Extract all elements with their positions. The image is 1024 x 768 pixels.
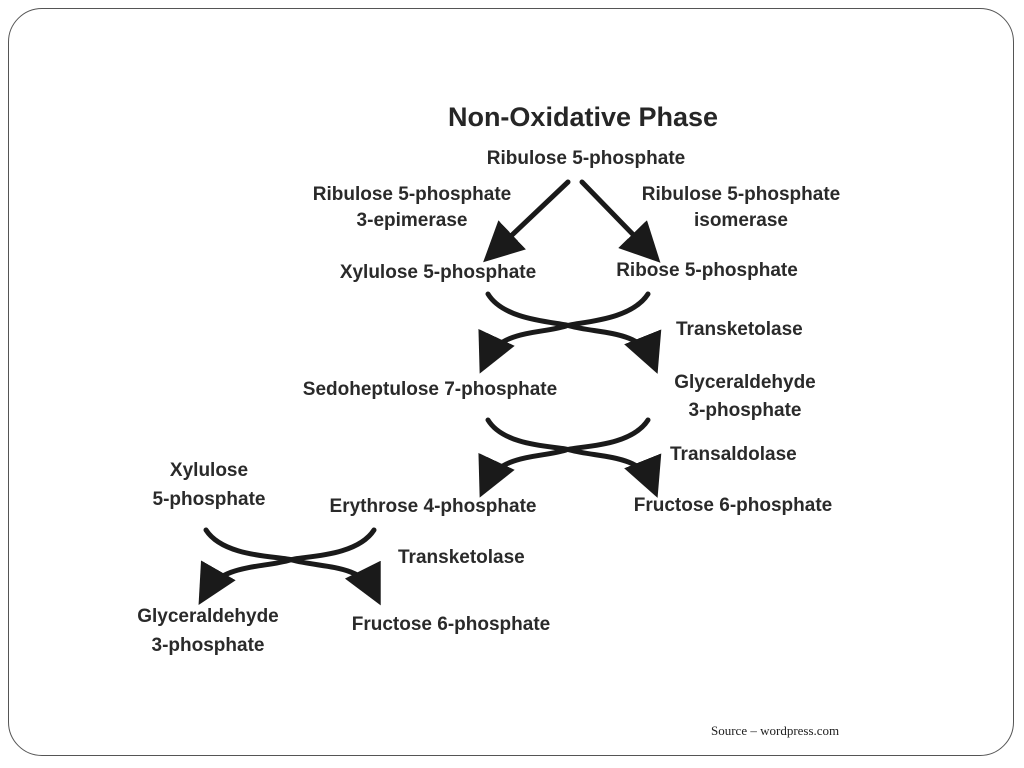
ribose-5-phosphate-label: Ribose 5-phosphate	[616, 260, 798, 281]
xylulose-left-label-line1: Xylulose	[170, 460, 248, 481]
transketolase-label-1: Transketolase	[676, 319, 803, 340]
ribulose-5-phosphate-label: Ribulose 5-phosphate	[487, 148, 685, 169]
cross-arrow-g3p-to-erythrose	[478, 417, 651, 498]
arrow-to-ribose	[579, 179, 661, 263]
glyceraldehyde-label-line2: 3-phosphate	[689, 400, 802, 421]
source-credit: Source – wordpress.com	[711, 723, 840, 738]
fructose-6-phosphate-label-1: Fructose 6-phosphate	[634, 495, 832, 516]
arrow-to-xylulose	[483, 179, 571, 263]
cross-arrow-xylulose-to-g3p	[485, 291, 662, 374]
cross-arrow-sedoheptulose-to-fructose	[485, 417, 662, 498]
epimerase-label-line2: 3-epimerase	[357, 210, 468, 231]
glyceraldehyde-bottom-label-line1: Glyceraldehyde	[137, 606, 279, 627]
transketolase-label-2: Transketolase	[398, 547, 525, 568]
diagram-title: Non-Oxidative Phase	[448, 102, 718, 132]
slide-frame	[8, 8, 1014, 756]
erythrose-4-phosphate-label: Erythrose 4-phosphate	[330, 496, 537, 517]
epimerase-label-line1: Ribulose 5-phosphate	[313, 184, 511, 205]
cross-arrow-xylulose-to-fructose	[203, 527, 381, 606]
xylulose-left-label-line2: 5-phosphate	[153, 489, 266, 510]
isomerase-label-line2: isomerase	[694, 210, 788, 231]
glyceraldehyde-label-line1: Glyceraldehyde	[674, 372, 816, 393]
glyceraldehyde-bottom-label-line2: 3-phosphate	[152, 635, 265, 656]
xylulose-5-phosphate-label: Xylulose 5-phosphate	[340, 262, 536, 283]
isomerase-label-line1: Ribulose 5-phosphate	[642, 184, 840, 205]
sedoheptulose-7-phosphate-label: Sedoheptulose 7-phosphate	[303, 379, 557, 400]
fructose-6-phosphate-label-2: Fructose 6-phosphate	[352, 614, 550, 635]
transaldolase-label: Transaldolase	[670, 444, 797, 465]
